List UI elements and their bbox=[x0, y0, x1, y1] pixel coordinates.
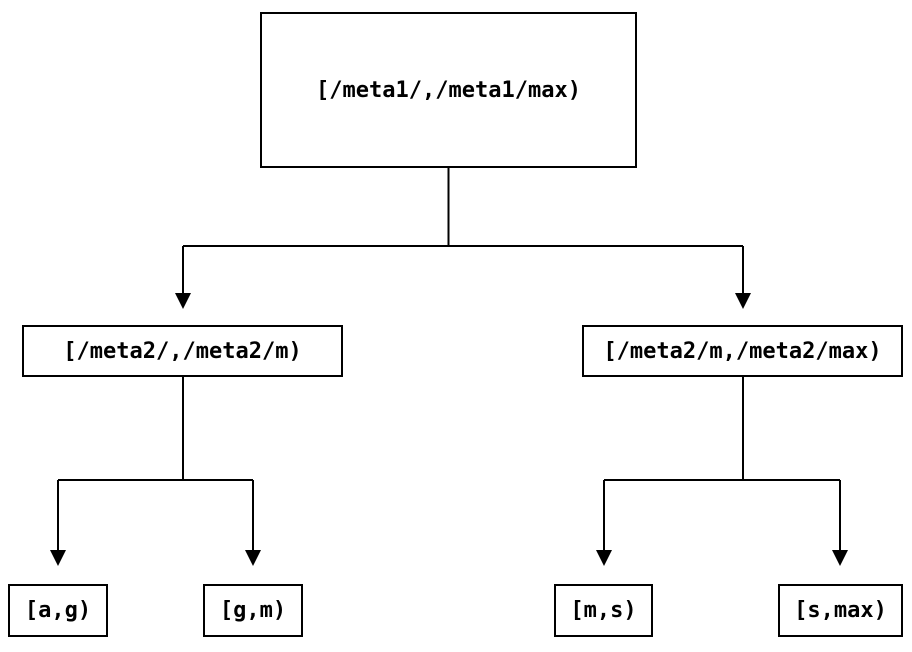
tree-node-root: [/meta1/,/meta1/max) bbox=[260, 12, 637, 168]
arrowhead-down-icon bbox=[245, 550, 261, 566]
tree-node-leaf-ms: [m,s) bbox=[554, 584, 653, 637]
tree-node-mid-left-label: [/meta2/,/meta2/m) bbox=[63, 338, 302, 364]
tree-node-root-label: [/meta1/,/meta1/max) bbox=[316, 77, 581, 103]
tree-node-leaf-gm: [g,m) bbox=[203, 584, 303, 637]
arrowhead-down-icon bbox=[832, 550, 848, 566]
tree-node-leaf-ag-label: [a,g) bbox=[24, 598, 92, 623]
arrowhead-down-icon bbox=[735, 293, 751, 309]
tree-node-leaf-ms-label: [m,s) bbox=[570, 598, 637, 623]
tree-node-leaf-smax: [s,max) bbox=[778, 584, 903, 637]
tree-node-mid-right-label: [/meta2/m,/meta2/max) bbox=[603, 338, 882, 364]
tree-node-leaf-ag: [a,g) bbox=[8, 584, 108, 637]
tree-node-mid-right: [/meta2/m,/meta2/max) bbox=[582, 325, 903, 377]
tree-node-mid-left: [/meta2/,/meta2/m) bbox=[22, 325, 343, 377]
arrowhead-down-icon bbox=[596, 550, 612, 566]
edge-root-to-children bbox=[175, 168, 751, 309]
tree-node-leaf-smax-label: [s,max) bbox=[794, 598, 887, 623]
tree-node-leaf-gm-label: [g,m) bbox=[219, 598, 287, 623]
arrowhead-down-icon bbox=[175, 293, 191, 309]
edge-midleft-to-children bbox=[50, 377, 261, 566]
edge-midright-to-children bbox=[596, 377, 848, 566]
arrowhead-down-icon bbox=[50, 550, 66, 566]
